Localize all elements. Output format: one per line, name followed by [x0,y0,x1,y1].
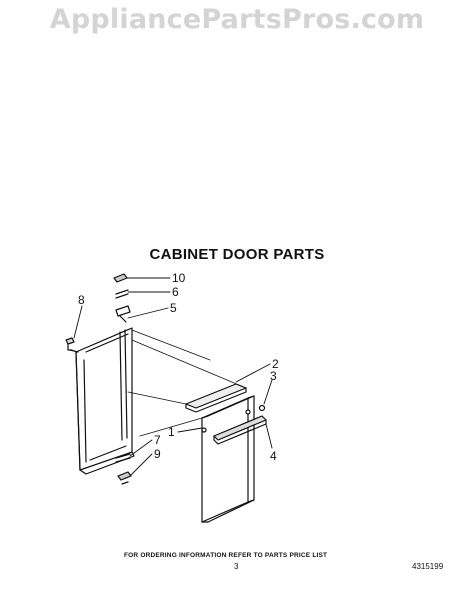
screws [201,404,266,433]
callout-7: 7 [154,433,161,447]
leader-lines [73,277,273,477]
callout-5: 5 [170,301,177,315]
document-number: 4315199 [412,562,444,571]
callout-6: 6 [172,285,179,299]
callout-9: 9 [154,447,161,461]
diagram-title: CABINET DOOR PARTS [149,246,325,263]
callout-10: 10 [172,271,186,285]
door-handle [213,415,267,445]
callout-8: 8 [78,293,85,307]
door-liner-panel [75,327,135,475]
bottom-hinge-parts [115,453,132,485]
outer-door-panel [201,395,255,523]
top-hinge-parts [113,273,131,323]
callout-1: 1 [168,425,175,439]
page-number: 3 [234,562,239,571]
ordering-note: FOR ORDERING INFORMATION REFER TO PARTS … [124,552,328,559]
callout-4: 4 [270,449,277,463]
callout-3: 3 [270,369,277,383]
watermark: AppliancePartsPros.com [49,4,425,35]
hinge-part-8 [65,337,79,353]
callout-2: 2 [272,357,279,371]
alignment-lines [127,329,247,437]
